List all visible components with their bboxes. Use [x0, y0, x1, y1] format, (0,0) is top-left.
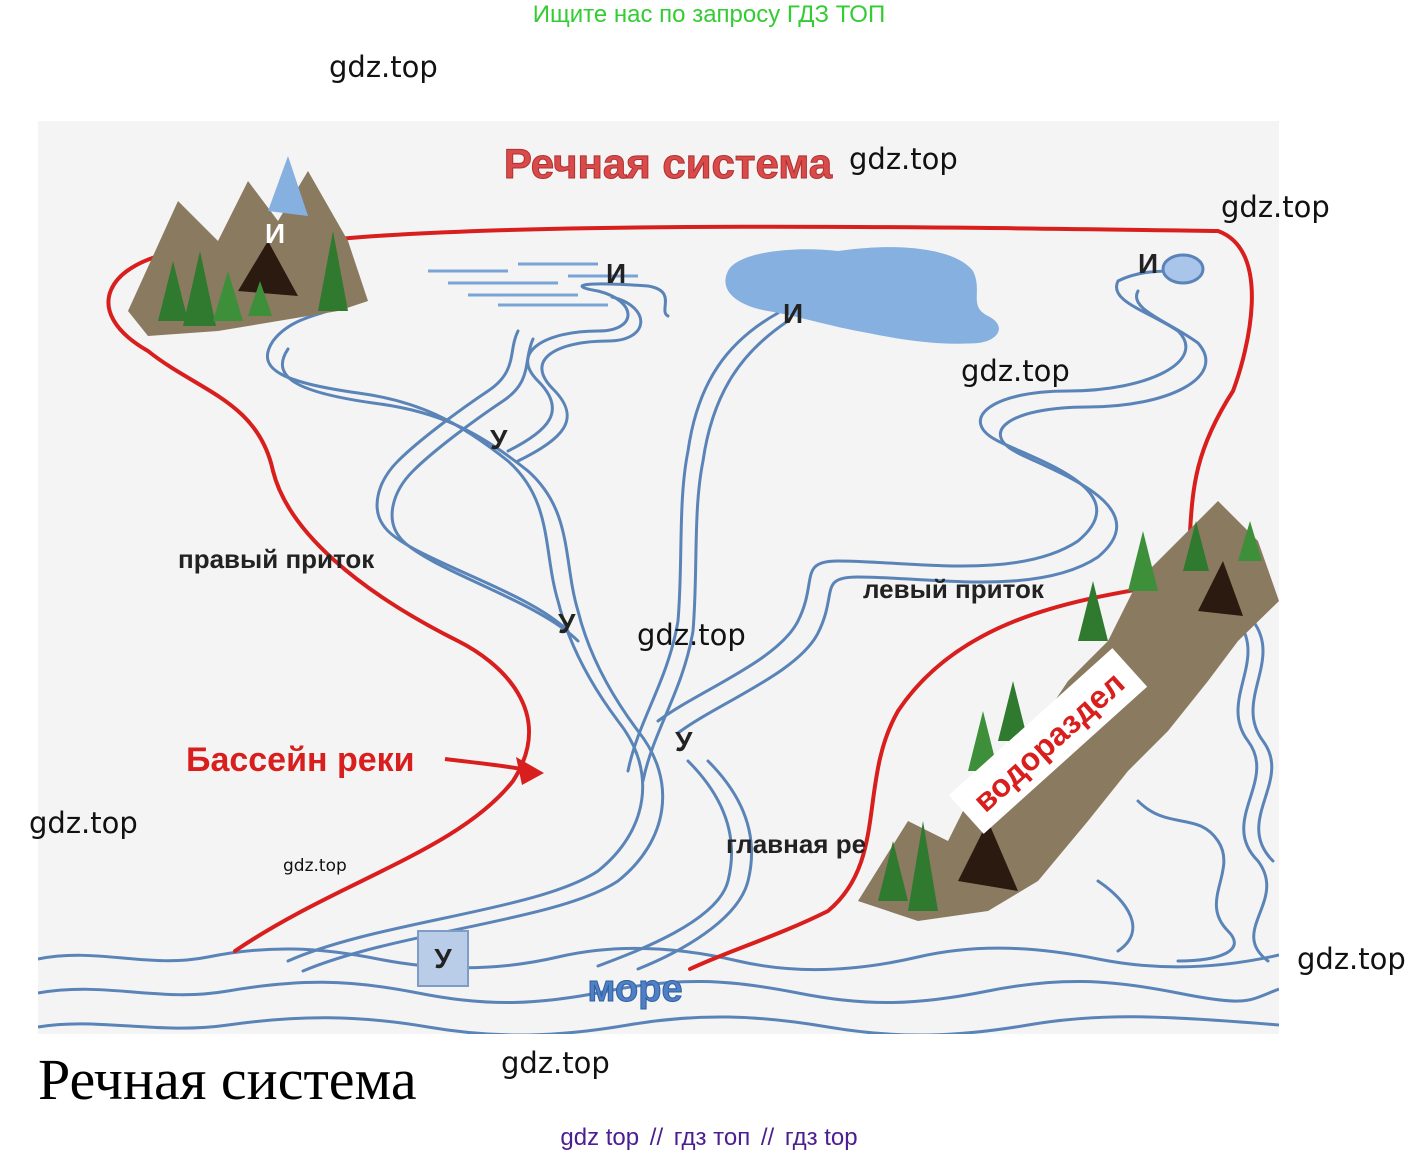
- sea: [38, 946, 1279, 1034]
- figure-caption: Речная система: [38, 1047, 417, 1112]
- watermark: gdz.top: [501, 1046, 610, 1080]
- watermark: gdz.top: [1297, 942, 1406, 976]
- watermark: gdz.top: [283, 856, 347, 876]
- search-banner: Ищите нас по запросу ГДЗ ТОП: [532, 1, 886, 28]
- river-network: [265, 269, 1275, 973]
- right-tributary-label: правый приток: [178, 544, 375, 574]
- mountain-group-left: [128, 156, 368, 336]
- sea-label: море: [587, 968, 682, 1010]
- main-mouth-box: У: [417, 930, 469, 987]
- footer-separator: //: [649, 1124, 664, 1151]
- footer-separator: //: [760, 1124, 775, 1151]
- footer-link[interactable]: гдз top: [784, 1124, 858, 1151]
- lake: [725, 247, 999, 344]
- left-tributary-label: левый приток: [863, 574, 1045, 604]
- mouth-marker: У: [434, 943, 452, 974]
- diagram-title: Речная система: [504, 140, 833, 187]
- footer-links: gdz top // гдз топ // гдз top: [0, 1124, 1418, 1152]
- main-river-label: главная ре: [726, 829, 866, 859]
- spring-pond: [1161, 253, 1205, 285]
- basin-arrow: [444, 757, 544, 785]
- watermark: gdz.top: [849, 142, 958, 176]
- source-marker: И: [1138, 248, 1158, 279]
- source-marker: И: [783, 298, 803, 329]
- marsh-lines: [428, 262, 638, 307]
- river-system-diagram: водораздел Речная система правый приток …: [38, 121, 1279, 1034]
- mouth-marker: У: [490, 424, 508, 455]
- footer-link[interactable]: gdz top: [560, 1124, 640, 1151]
- mouth-marker: У: [675, 726, 693, 757]
- basin-label: Бассейн реки: [186, 741, 415, 779]
- watermark: gdz.top: [961, 354, 1070, 388]
- footer-link[interactable]: гдз топ: [673, 1124, 751, 1151]
- source-marker: И: [265, 218, 285, 249]
- watermark: gdz.top: [29, 806, 138, 840]
- watermark: gdz.top: [329, 50, 438, 84]
- watershed-line: [106, 224, 1254, 971]
- source-marker: И: [606, 258, 626, 289]
- watermark: gdz.top: [1221, 190, 1330, 224]
- watermark: gdz.top: [637, 618, 746, 652]
- mouth-marker: У: [558, 608, 576, 639]
